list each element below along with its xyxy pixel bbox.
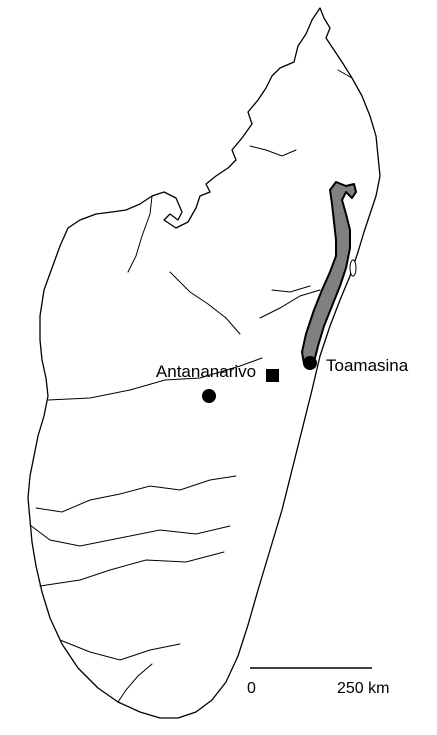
city-marker-toamasina — [303, 356, 317, 370]
scale-bar-start-label: 0 — [247, 680, 256, 697]
island-outline — [27, 7, 381, 719]
highlighted-coastal-area — [301, 181, 357, 365]
scale-bar: 0 250 km — [247, 667, 389, 697]
river — [259, 289, 321, 319]
rivers — [29, 69, 353, 703]
river — [127, 195, 153, 273]
river — [59, 639, 181, 661]
site-marker-square — [266, 369, 279, 382]
city-label-toamasina: Toamasina — [326, 356, 409, 375]
city-label-antananarivo: Antananarivo — [156, 362, 256, 381]
city-marker-antananarivo — [202, 389, 216, 403]
river — [47, 357, 263, 401]
river — [249, 145, 297, 157]
river — [169, 271, 241, 335]
river — [271, 285, 311, 293]
river — [35, 475, 237, 513]
river — [117, 663, 153, 703]
river — [337, 69, 353, 79]
scale-bar-end-label: 250 km — [337, 680, 389, 697]
river — [29, 524, 231, 547]
coastal-islet — [349, 259, 357, 277]
river — [39, 551, 225, 587]
